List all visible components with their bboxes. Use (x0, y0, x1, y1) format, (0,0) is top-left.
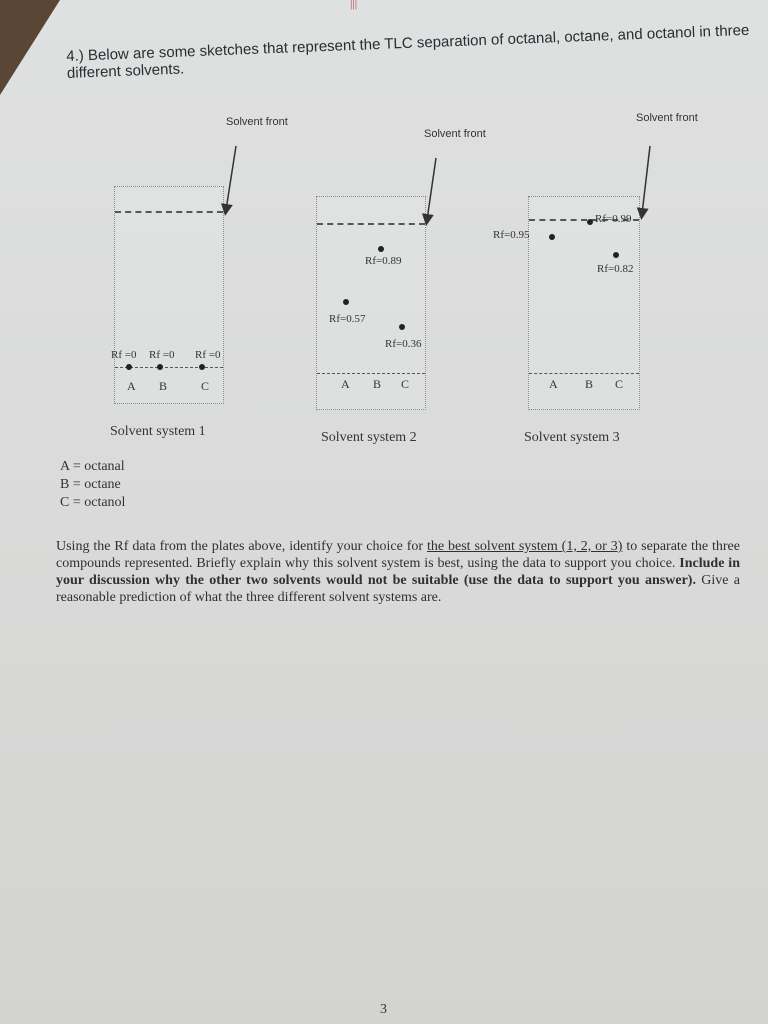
instructions-part1: Using the Rf data from the plates above,… (56, 539, 427, 554)
page-number: 3 (380, 1002, 387, 1017)
instructions-paragraph: Using the Rf data from the plates above,… (56, 538, 740, 606)
question-number: 4.) (66, 47, 85, 65)
solvent-front-line-1 (115, 211, 223, 213)
question-heading: 4.) Below are some sketches that represe… (66, 22, 757, 82)
origin-line-1 (115, 367, 223, 368)
spot-2c (399, 324, 405, 330)
instructions-part2: to separate the three compounds represen… (56, 539, 740, 571)
system-label-3: Solvent system 3 (524, 430, 620, 445)
rf-label-1c: Rf =0 (195, 349, 221, 361)
spot-3a (587, 219, 593, 225)
rf-label-2a: Rf=0.57 (329, 313, 366, 325)
solvent-front-label-2: Solvent front (424, 128, 486, 140)
compound-key: A = octanal B = octane C = octanol (60, 458, 125, 512)
instructions-bold: Include in your discussion why the other… (56, 556, 740, 588)
origin-line-3 (529, 373, 639, 374)
solvent-front-label-1: Solvent front (226, 116, 288, 128)
rf-label-3b: Rf=0.95 (493, 229, 530, 241)
instructions-underlined: the best solvent system (1, 2, or 3) (426, 539, 623, 554)
solvent-front-arrow-3 (636, 145, 651, 220)
instructions-part3: Give a reasonable prediction of what the… (56, 573, 741, 605)
key-octanol: C = octanol (60, 495, 126, 510)
system-label-2: Solvent system 2 (321, 430, 417, 445)
desk-corner (0, 0, 60, 95)
rf-label-2c: Rf=0.36 (385, 338, 422, 350)
spot-1c (199, 364, 205, 370)
lane-label-3a: A (549, 377, 558, 391)
solvent-front-line-2 (317, 223, 425, 225)
question-text: Below are some sketches that represent t… (66, 21, 750, 82)
spot-1a (126, 364, 132, 370)
lane-label-2a: A (341, 377, 350, 391)
spot-3c (613, 252, 619, 258)
spot-2a (343, 299, 349, 305)
lane-label-2b: B (373, 377, 382, 391)
rf-label-3a: Rf=0.99 (595, 213, 632, 225)
system-label-1: Solvent system 1 (110, 424, 206, 439)
lane-label-1b: B (159, 379, 168, 393)
tlc-plate-2: Rf=0.57 Rf=0.89 Rf=0.36 A B C (316, 196, 426, 410)
lane-label-3b: B (585, 377, 594, 391)
key-octanal: A = octanal (60, 459, 125, 474)
solvent-front-line-3 (529, 219, 639, 221)
top-edge-mark: ||| (350, 0, 358, 10)
rf-label-3c: Rf=0.82 (597, 263, 634, 275)
solvent-front-arrow-1 (220, 145, 237, 216)
solvent-front-label-3: Solvent front (636, 112, 698, 124)
tlc-plate-1: Rf =0 Rf =0 Rf =0 A B C (111, 186, 224, 404)
spot-2b (378, 246, 384, 252)
tlc-plate-3: Rf=0.99 Rf=0.95 Rf=0.82 A B C (493, 196, 640, 410)
origin-line-2 (317, 373, 425, 374)
spot-1b (157, 364, 163, 370)
rf-label-1b: Rf =0 (149, 349, 175, 361)
lane-label-1c: C (201, 379, 210, 393)
lane-label-3c: C (615, 377, 624, 391)
lane-label-2c: C (401, 377, 410, 391)
lane-label-1a: A (127, 379, 136, 393)
spot-3b (549, 234, 555, 240)
rf-label-2b: Rf=0.89 (365, 255, 402, 267)
key-octane: B = octane (60, 477, 121, 492)
rf-label-1a: Rf =0 (111, 349, 137, 361)
solvent-front-arrow-2 (421, 157, 437, 226)
